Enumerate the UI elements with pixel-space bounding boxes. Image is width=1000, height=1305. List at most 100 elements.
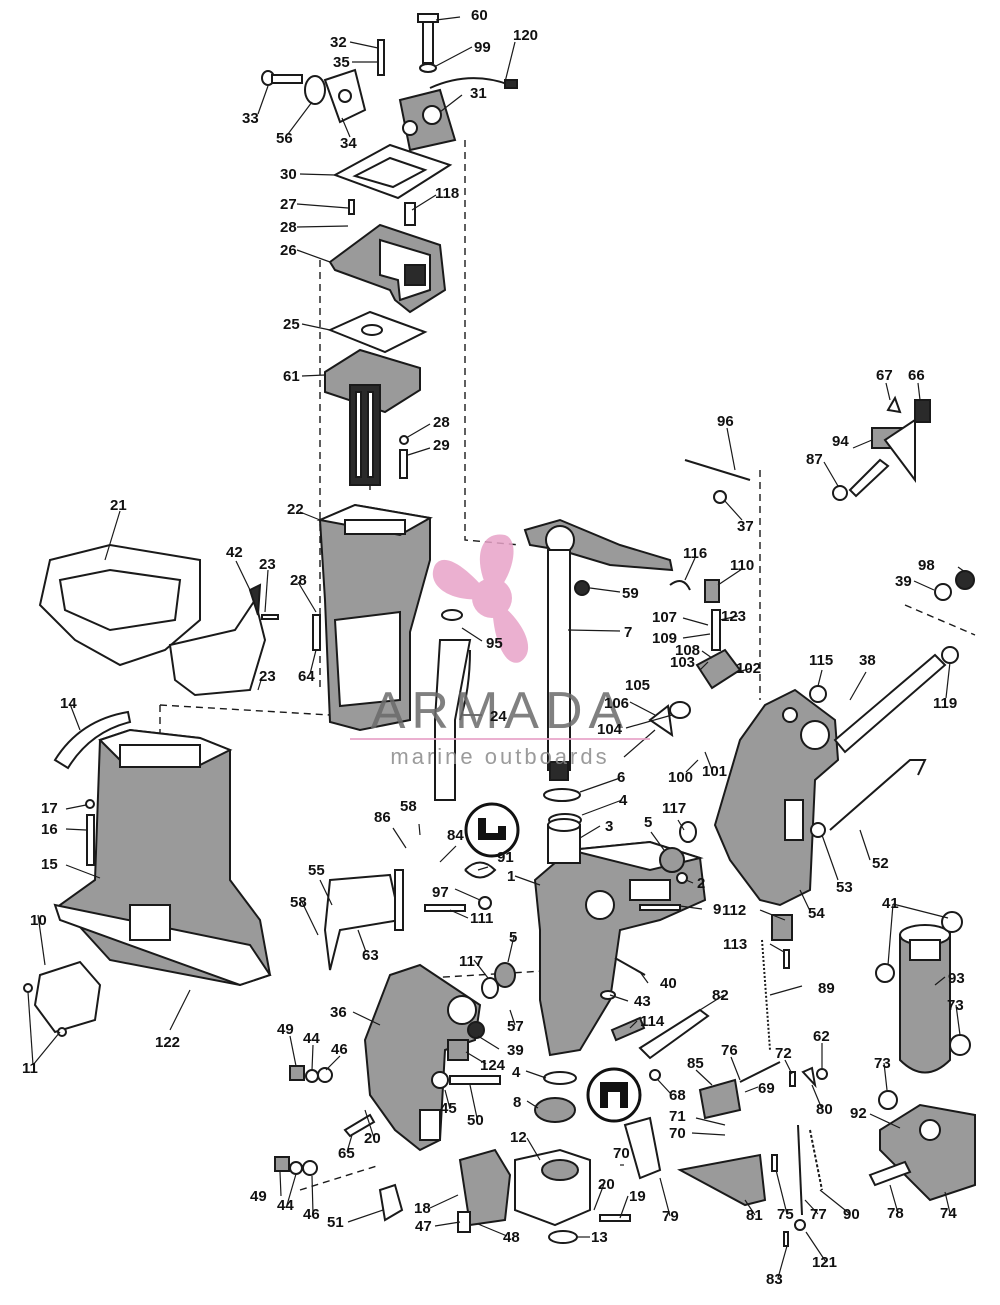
callout-45: 45 [440,1100,457,1117]
callout-87: 87 [806,451,823,468]
part-111-screw [424,904,466,912]
part-13-washer [548,1230,578,1244]
part-61-mount-block [324,348,421,486]
brand-tagline: marine outboards [390,744,609,769]
part-68-screw [649,1069,661,1081]
part-26-upper-mount [328,223,447,314]
part-14-gasket [53,710,132,770]
part-12-lower-mount [514,1148,591,1227]
part-38-tilt-tube [833,653,947,754]
callout-25: 25 [283,316,300,333]
part-64-bolt [312,614,321,651]
callout-22: 22 [287,501,304,518]
part-46-washers [302,1067,333,1176]
callout-102: 102 [736,660,761,677]
part-21-lower-cowl [38,543,201,667]
part-93-tilt-cylinder [899,924,951,1074]
part-2-fitting [676,872,688,884]
callout-16: 16 [41,821,58,838]
part-32-pin [377,39,385,76]
callout-20: 20 [364,1130,381,1147]
callout-69: 69 [758,1080,775,1097]
part-115-bushing [809,685,827,703]
callout-105: 105 [625,677,650,694]
callout-48: 48 [503,1229,520,1246]
part-85-lever [698,1078,742,1120]
callout-19: 19 [629,1188,646,1205]
part-44-washers [289,1069,319,1175]
callout-77: 77 [810,1206,827,1223]
seal-icon-lower [586,1067,642,1123]
part-97-nut [478,896,492,910]
part-19-bolt [599,1214,631,1222]
part-90-spring [809,1129,823,1191]
callout-79: 79 [662,1208,679,1225]
callout-96: 96 [717,413,734,430]
part-72-pin [789,1071,796,1087]
callout-103: 103 [670,654,695,671]
callout-85: 85 [687,1055,704,1072]
part-9-pin [639,904,681,911]
callout-65: 65 [338,1145,355,1162]
callout-93: 93 [948,970,965,987]
callout-24: 24 [490,708,507,725]
part-8-bushing [534,1097,576,1123]
propeller-hub [472,578,512,618]
callout-84: 84 [447,827,464,844]
callout-75: 75 [777,1206,794,1223]
callout-107: 107 [652,609,677,626]
part-10-cover-plate [33,960,102,1034]
part-123-pin [711,609,721,651]
callout-99: 99 [474,39,491,56]
callout-28: 28 [433,414,450,431]
callout-41: 41 [882,895,899,912]
part-50-bolt [449,1075,501,1085]
part-23-screw [261,614,279,620]
callout-31: 31 [470,85,487,102]
callout-42: 42 [226,544,243,561]
part-37-screw [713,490,727,504]
callout-110: 110 [730,557,754,574]
part-55-lever [323,869,404,971]
callout-20: 20 [598,1176,615,1193]
callout-101: 101 [702,763,727,780]
seal-icon-upper [464,802,520,858]
callout-23: 23 [259,556,276,573]
callout-57: 57 [507,1018,524,1035]
part-22-exhaust-housing [316,503,433,732]
part-54-stern-bracket-right [713,688,840,907]
callout-1: 1 [507,868,515,885]
callout-46: 46 [303,1206,320,1223]
part-51-bracket [378,1183,404,1222]
callout-86: 86 [374,809,391,826]
callout-27: 27 [280,196,297,213]
callout-14: 14 [60,695,77,712]
callout-92: 92 [850,1105,867,1122]
callout-47: 47 [415,1218,432,1235]
part-112-block [771,914,793,941]
part-121-washer [794,1219,806,1231]
part-119-clip [941,646,959,664]
callout-18: 18 [414,1200,431,1217]
callout-123: 123 [721,608,746,625]
callout-21: 21 [110,497,127,514]
part-83-pin [783,1231,789,1247]
callout-73: 73 [947,997,964,1014]
part-49-nuts [274,1065,305,1172]
callout-44: 44 [277,1197,294,1214]
callout-114: 114 [640,1013,665,1030]
callout-39: 39 [895,573,912,590]
callout-51: 51 [327,1214,344,1231]
callout-46: 46 [331,1041,348,1058]
callout-9: 9 [713,901,721,918]
part-104-cam [648,704,674,738]
part-60-bolt [417,13,439,64]
part-95-tube [434,609,472,801]
callout-44: 44 [303,1030,320,1047]
part-80-clip [801,1066,817,1089]
callout-89: 89 [818,980,835,997]
callout-67: 67 [876,367,893,384]
callout-40: 40 [660,975,677,992]
callout-74: 74 [940,1205,957,1222]
